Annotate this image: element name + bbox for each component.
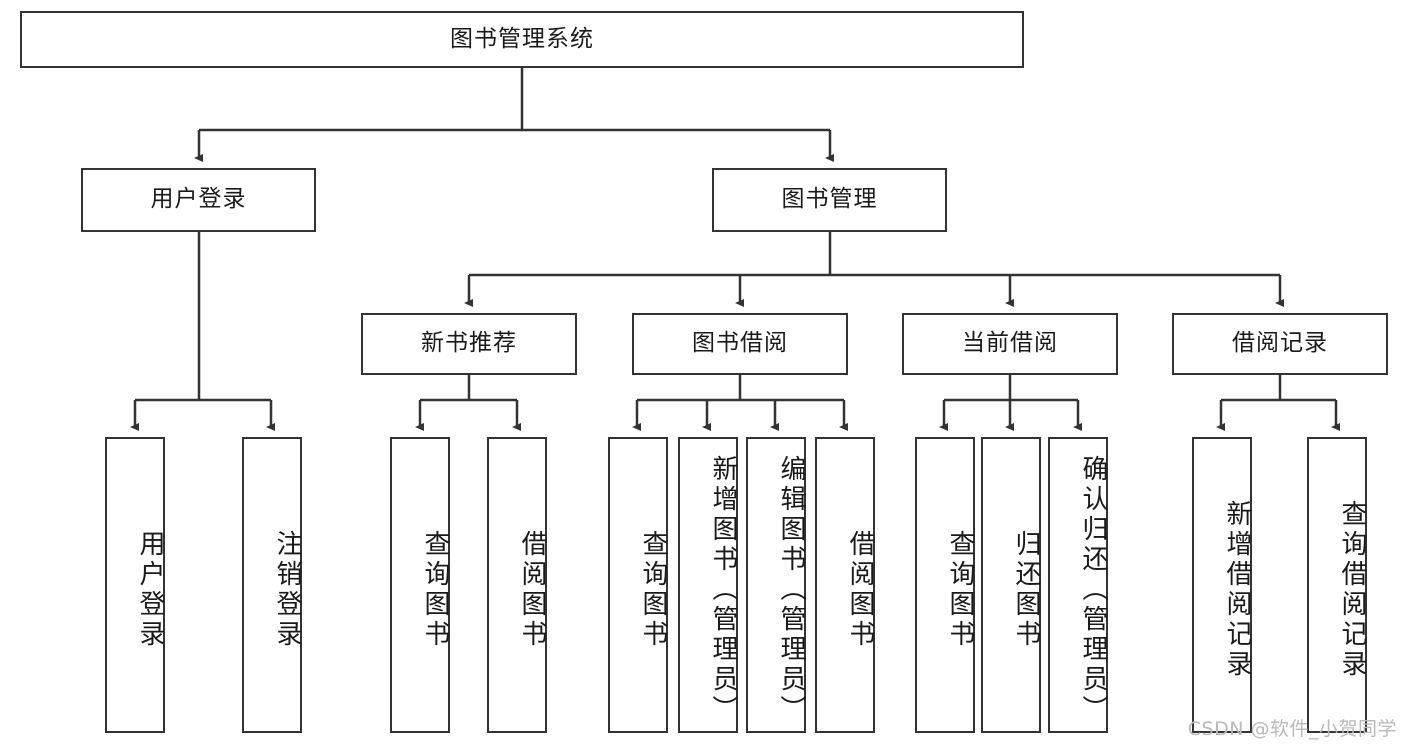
node-user-login[interactable]: 用户登录 xyxy=(81,168,316,232)
node-label: 查询图书 xyxy=(420,530,450,650)
node-current-borrow[interactable]: 当前借阅 xyxy=(902,313,1118,375)
watermark-text: CSDN @软件_小贺同学 xyxy=(1187,718,1397,740)
leaf-user-login-login[interactable]: 用户登录 xyxy=(105,437,165,733)
node-book-management[interactable]: 图书管理 xyxy=(712,168,947,232)
node-new-book-recommend[interactable]: 新书推荐 xyxy=(361,313,577,375)
leaf-current-confirm-return-admin[interactable]: 确认归还（管理员） xyxy=(1048,437,1108,733)
leaf-borrow-borrow-book[interactable]: 借阅图书 xyxy=(815,437,875,733)
node-label: 借阅图书 xyxy=(845,530,875,650)
node-label: 图书管理 xyxy=(781,186,878,213)
node-label: 编辑图书（管理员） xyxy=(776,455,806,725)
node-label: 注销登录 xyxy=(272,530,302,650)
node-label: 归还图书 xyxy=(1011,530,1041,650)
node-label: 确认归还（管理员） xyxy=(1078,455,1108,725)
node-label: 当前借阅 xyxy=(962,330,1058,357)
node-root-system[interactable]: 图书管理系统 xyxy=(20,11,1024,68)
node-book-borrow[interactable]: 图书借阅 xyxy=(632,313,848,375)
leaf-recommend-query-book[interactable]: 查询图书 xyxy=(390,437,450,733)
node-borrow-records[interactable]: 借阅记录 xyxy=(1172,313,1388,375)
leaf-recommend-borrow-book[interactable]: 借阅图书 xyxy=(487,437,547,733)
node-label: 借阅图书 xyxy=(517,530,547,650)
node-label: 图书借阅 xyxy=(692,330,788,357)
node-label: 查询借阅记录 xyxy=(1337,500,1367,680)
leaf-current-query-book[interactable]: 查询图书 xyxy=(915,437,975,733)
leaf-records-add-record[interactable]: 新增借阅记录 xyxy=(1192,437,1252,733)
leaf-borrow-edit-book-admin[interactable]: 编辑图书（管理员） xyxy=(746,437,806,733)
node-label: 借阅记录 xyxy=(1232,330,1328,357)
node-label: 用户登录 xyxy=(150,186,247,213)
node-label: 查询图书 xyxy=(945,530,975,650)
leaf-records-query-record[interactable]: 查询借阅记录 xyxy=(1307,437,1367,733)
leaf-user-login-logout[interactable]: 注销登录 xyxy=(242,437,302,733)
leaf-borrow-query-book[interactable]: 查询图书 xyxy=(608,437,668,733)
node-label: 查询图书 xyxy=(638,530,668,650)
leaf-borrow-add-book-admin[interactable]: 新增图书（管理员） xyxy=(678,437,738,733)
node-label: 图书管理系统 xyxy=(450,25,594,52)
node-label: 新增借阅记录 xyxy=(1222,500,1252,680)
node-label: 新书推荐 xyxy=(421,330,517,357)
node-label: 用户登录 xyxy=(135,530,165,650)
node-label: 新增图书（管理员） xyxy=(708,455,738,725)
leaf-current-return-book[interactable]: 归还图书 xyxy=(981,437,1041,733)
